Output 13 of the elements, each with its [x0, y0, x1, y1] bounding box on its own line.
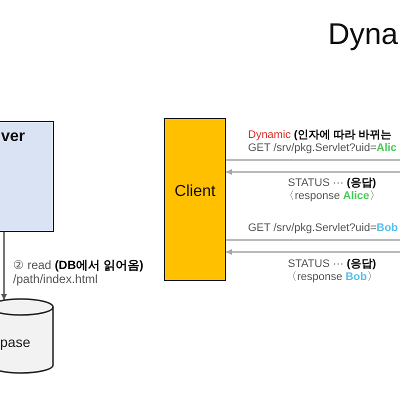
arrow — [226, 249, 400, 255]
title: Dyna — [328, 18, 398, 52]
arrow — [1, 232, 7, 300]
arrow — [226, 169, 400, 175]
server-box: ver — [0, 121, 54, 232]
edge-label: GET /srv/pkg.Servlet?uid=Bob — [248, 222, 398, 235]
edge-label: STATUS ··· (응답) 〈response Bob〉 — [285, 258, 379, 284]
edge-label: STATUS ··· (응답) 〈response Alice〉 — [282, 177, 382, 203]
edge-label: GET /srv/pkg.Servlet?uid=Alic — [248, 142, 397, 155]
heading-text: Dynamic (인자에 따라 바뀌는 — [248, 129, 392, 142]
database-cylinder: pase — [0, 298, 54, 374]
client-box: Client — [164, 118, 226, 281]
edge-label: ② read (DB에서 읽어옴) /path/index.html — [13, 258, 144, 286]
